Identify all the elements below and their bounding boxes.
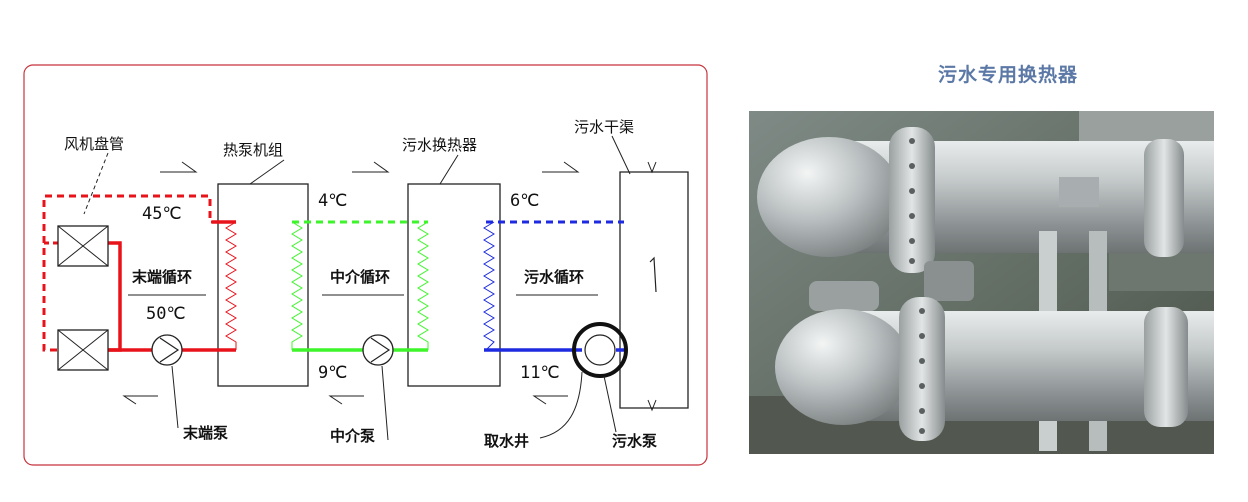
- upper-end-cap: [757, 137, 901, 257]
- intermediate-pump-symbol: [362, 334, 394, 366]
- photo-title: 污水专用换热器: [937, 64, 1078, 86]
- label-sewage-channel: 污水干渠: [574, 118, 634, 136]
- temp-terminal-return: 50℃: [146, 304, 186, 324]
- flow-arrow-sewage-top: [542, 161, 580, 173]
- label-terminal-pump: 末端泵: [183, 424, 228, 442]
- leader-sewage-channel: [611, 135, 631, 175]
- lower-flange: [899, 297, 945, 441]
- leader-sewage-pump: [603, 375, 617, 433]
- intake-well-symbol: [572, 322, 628, 378]
- sewage-heat-exchanger: [407, 183, 501, 387]
- label-fan-coil: 风机盘管: [64, 135, 124, 153]
- channel-break-bottom: [647, 399, 657, 412]
- lower-end-cap: [775, 309, 911, 425]
- channel-flow-mark: [649, 256, 657, 293]
- intermediate-coil-right: [417, 221, 429, 350]
- leader-intake-well: [539, 371, 583, 439]
- temp-sewage-supply: 6℃: [510, 191, 539, 211]
- diagram-border: [23, 64, 708, 466]
- flow-arrow-sewage-bottom: [532, 395, 568, 405]
- upper-flange: [889, 127, 935, 273]
- temp-intermediate-supply: 4℃: [318, 191, 347, 211]
- fan-coil-unit-upper: [57, 225, 109, 267]
- label-intermediate-loop: 中介循环: [330, 268, 390, 286]
- sewage-channel: [619, 171, 689, 409]
- intermediate-coil-left: [291, 221, 303, 350]
- leader-fan-coil: [83, 152, 109, 215]
- fan-coil-unit-lower: [57, 329, 109, 371]
- label-sewage-pump: 污水泵: [612, 432, 657, 450]
- sewage-coil: [483, 221, 495, 351]
- terminal-coil: [225, 221, 237, 350]
- leader-heat-pump: [249, 159, 285, 185]
- flow-arrow-intermediate-top: [352, 161, 390, 173]
- channel-break-top: [647, 161, 657, 174]
- label-heat-pump: 热泵机组: [223, 141, 283, 159]
- temp-intermediate-return: 9℃: [318, 363, 347, 383]
- label-sewage-loop: 污水循环: [524, 268, 584, 286]
- leader-terminal-pump: [171, 365, 179, 429]
- label-sewage-exchanger: 污水换热器: [402, 136, 477, 154]
- label-terminal-loop: 末端循环: [132, 268, 192, 286]
- terminal-supply-dashed: [42, 194, 218, 352]
- heat-exchanger-photo: [749, 111, 1214, 454]
- label-intake-well: 取水井: [484, 432, 529, 450]
- leader-sewage-exchanger: [408, 154, 459, 185]
- flow-arrow-terminal-bottom: [122, 395, 158, 405]
- temp-sewage-return: 11℃: [520, 363, 560, 383]
- heat-pump-unit: [217, 183, 309, 387]
- flow-arrow-intermediate-bottom: [328, 395, 364, 405]
- temp-terminal-supply: 45℃: [142, 204, 182, 224]
- terminal-pump-symbol: [151, 334, 183, 366]
- flow-arrow-terminal-top: [160, 161, 198, 173]
- leader-intermediate-pump: [381, 365, 389, 441]
- system-diagram: 风机盘管 热泵机组 污水换热器 污水干渠 末端循环 中介循环 污水循环 末端泵 …: [23, 64, 708, 466]
- label-intermediate-pump: 中介泵: [330, 427, 375, 445]
